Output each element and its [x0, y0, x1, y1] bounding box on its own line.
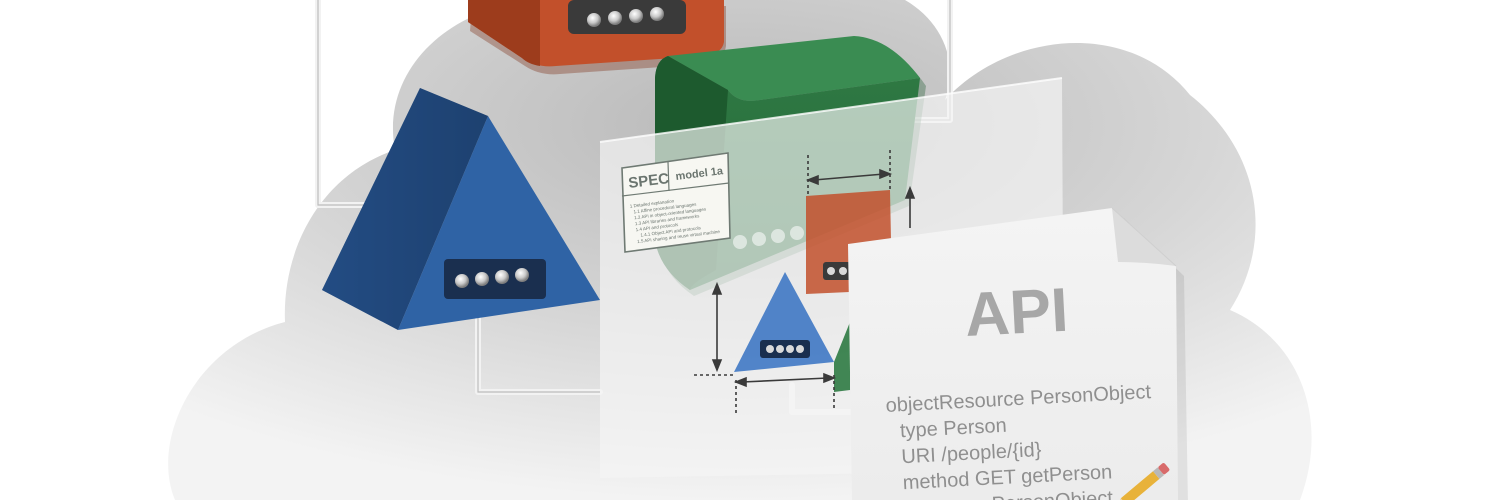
spec-card-line: 1.4 API and protocols: [635, 222, 679, 232]
pencil-icon: [1114, 463, 1170, 500]
orange-block: [468, 0, 726, 75]
spec-card-title: SPEC: [627, 170, 670, 192]
mini-blue-triangle: [734, 272, 834, 372]
api-title: API: [963, 276, 1070, 350]
spec-card: SPEC model 1a 1 Detailed explanation 1.1…: [621, 152, 731, 253]
api-document: API objectResource PersonObject type Per…: [848, 207, 1188, 500]
mini-green-block: [834, 322, 850, 392]
dimension-markers: [694, 150, 916, 415]
spec-card-line: 1 Detailed explanation: [629, 198, 674, 208]
spec-card-model: model 1a: [675, 165, 725, 183]
blue-prism-block: [322, 88, 600, 330]
